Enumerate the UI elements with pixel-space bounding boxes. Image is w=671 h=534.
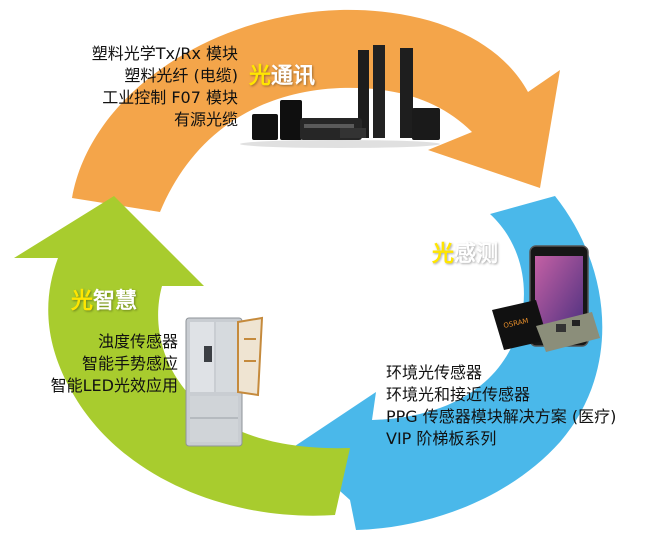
- smartphone-and-chip-icon: OSRAM: [492, 245, 600, 352]
- list-item: 塑料光学Tx/Rx 模块: [91, 44, 238, 63]
- list-item: 环境光传感器: [386, 363, 483, 382]
- communication-title-prefix: 光: [249, 64, 272, 89]
- home-theater-system-icon: [240, 45, 440, 148]
- sensing-title: 光感测: [432, 236, 498, 268]
- communication-item-list: 塑料光学Tx/Rx 模块 塑料光纤 (电缆) 工业控制 F07 模块 有源光缆: [86, 43, 238, 131]
- list-item: 浊度传感器: [97, 332, 178, 351]
- communication-arc: [72, 9, 560, 212]
- communication-title: 光通讯: [249, 58, 315, 90]
- smart-item-list: 浊度传感器 智能手势感应 智能LED光效应用: [30, 331, 178, 397]
- list-item: 智能LED光效应用: [50, 376, 178, 395]
- sensing-item-list: 环境光传感器 环境光和接近传感器 PPG 传感器模块解决方案 (医疗) VIP …: [386, 362, 616, 450]
- list-item: VIP 阶梯板系列: [386, 429, 497, 448]
- list-item: PPG 传感器模块解决方案 (医疗): [386, 407, 617, 426]
- communication-title-rest: 通讯: [271, 64, 316, 89]
- list-item: 环境光和接近传感器: [386, 385, 531, 404]
- list-item: 塑料光纤 (电缆): [124, 66, 238, 85]
- sensing-arc: [292, 196, 603, 530]
- refrigerator-icon: [185, 316, 264, 447]
- list-item: 有源光缆: [173, 110, 238, 129]
- list-item: 智能手势感应: [81, 354, 178, 373]
- sensing-title-rest: 感测: [454, 242, 499, 267]
- smart-title-rest: 智慧: [93, 289, 138, 314]
- list-item: 工业控制 F07 模块: [102, 88, 238, 107]
- smart-title-prefix: 光: [71, 289, 94, 314]
- smart-title: 光智慧: [71, 283, 137, 315]
- sensing-title-prefix: 光: [432, 242, 455, 267]
- smart-arc: [14, 196, 350, 516]
